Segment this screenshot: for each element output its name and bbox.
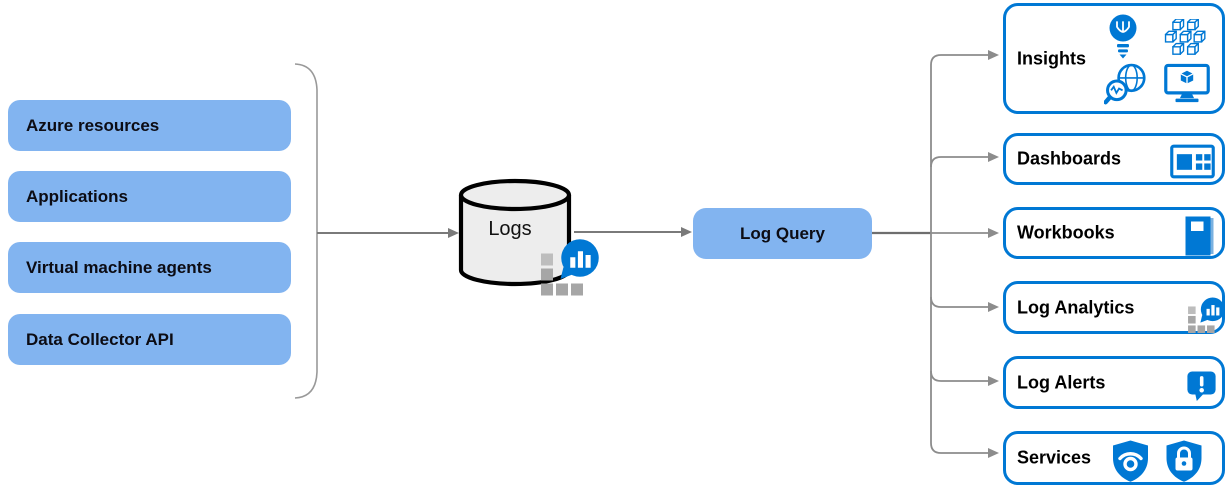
consumer-box-log-analytics: Log Analytics [1003, 281, 1225, 334]
logs-cylinder-top [458, 178, 572, 212]
consumer-label: Workbooks [1017, 222, 1115, 243]
arrowhead [448, 228, 459, 238]
consumer-box-log-alerts: Log Alerts [1003, 356, 1225, 409]
container-cubes-icon [1164, 19, 1206, 55]
consumer-box-insights: Insights [1003, 3, 1225, 114]
branch-log-alerts [930, 370, 988, 382]
arrowhead [681, 227, 692, 237]
lightbulb-icon [1109, 14, 1137, 59]
arrowhead [988, 448, 999, 458]
alert-speech-bubble-icon [1187, 371, 1216, 402]
source-box-applications: Applications [8, 171, 291, 222]
consumer-label: Insights [1017, 48, 1087, 68]
log-query-box: Log Query [693, 208, 872, 259]
branch-dashboards [930, 156, 988, 168]
logs-store-label: Logs [488, 218, 532, 240]
consumer-box-workbooks: Workbooks [1003, 207, 1225, 259]
arrowhead [988, 152, 999, 162]
vm-monitor-icon [1164, 63, 1210, 103]
consumer-label: Log Alerts [1017, 372, 1106, 392]
dashboard-grid-icon [1170, 144, 1215, 179]
workbook-icon [1185, 216, 1214, 256]
source-label: Virtual machine agents [26, 257, 212, 277]
branch-insights [930, 54, 988, 66]
arrowhead [988, 50, 999, 60]
source-box-azure-resources: Azure resources [8, 100, 291, 151]
source-box-data-collector-api: Data Collector API [8, 314, 291, 365]
globe-search-icon [1104, 63, 1146, 105]
branch-services [930, 442, 988, 454]
source-label: Applications [26, 186, 129, 206]
arrowhead [988, 302, 999, 312]
consumer-label: Dashboards [1017, 148, 1122, 169]
consumer-box-services: Services [1003, 431, 1225, 485]
log-analytics-icon [541, 239, 599, 296]
source-label: Azure resources [26, 115, 160, 135]
arrowhead [988, 376, 999, 386]
branch-log-analytics [930, 296, 988, 308]
source-label: Data Collector API [26, 329, 174, 349]
shield-defender-icon [1113, 440, 1148, 482]
group-brace [294, 63, 318, 399]
log-query-label: Log Query [739, 223, 825, 243]
shield-lock-icon [1166, 440, 1202, 482]
log-analytics-icon [1188, 297, 1225, 333]
arrowhead [988, 228, 999, 238]
source-box-virtual-machine-agents: Virtual machine agents [8, 242, 291, 293]
consumer-label: Services [1017, 447, 1092, 468]
consumer-label: Log Analytics [1017, 297, 1135, 317]
consumer-box-dashboards: Dashboards [1003, 133, 1225, 185]
